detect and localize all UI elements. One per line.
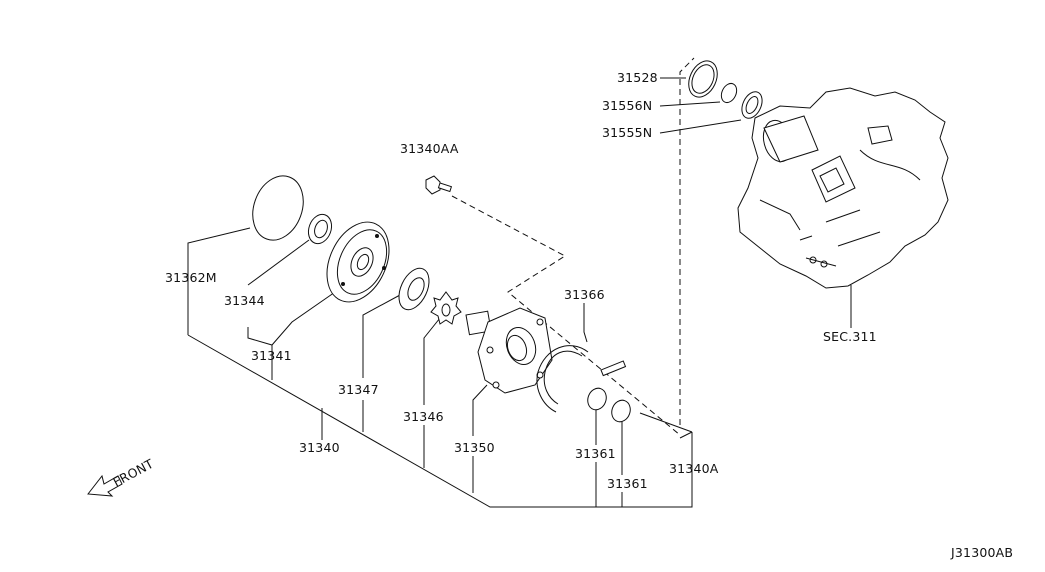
label-31362m: 31362M: [165, 270, 217, 285]
ring-31556n: [720, 82, 738, 104]
label-31350: 31350: [454, 440, 495, 455]
seal-31555n: [741, 91, 763, 119]
o-ring-31362m: [252, 175, 304, 241]
label-31555n: 31555N: [602, 125, 652, 140]
o-ring-31361-lower: [611, 399, 631, 423]
label-31346: 31346: [403, 409, 444, 424]
front-label: FRONT: [110, 456, 156, 490]
label-31341: 31341: [251, 348, 292, 363]
transaxle-case-sec311: [737, 87, 949, 289]
label-31340: 31340: [299, 440, 340, 455]
o-ring-31361-upper: [587, 387, 607, 411]
pin-31340a: [600, 360, 627, 377]
label-31340a: 31340A: [669, 461, 719, 476]
snap-ring-31528: [688, 60, 718, 98]
label-sec311: SEC.311: [823, 329, 877, 344]
label-31347: 31347: [338, 382, 379, 397]
oil-seal-31344: [307, 213, 333, 245]
leader-lines: [187, 57, 852, 508]
pump-cover-31350: [465, 307, 553, 394]
seal-ring-31366: [536, 345, 589, 413]
label-31361-upper: 31361: [575, 446, 616, 461]
inner-gear-31346: [430, 291, 462, 325]
label-31556n: 31556N: [602, 98, 652, 113]
bolt-31340aa: [425, 175, 453, 195]
outer-gear-31347: [398, 267, 430, 311]
label-31366: 31366: [564, 287, 605, 302]
pump-housing-31341: [326, 221, 390, 303]
label-31340aa: 31340AA: [400, 141, 459, 156]
label-31361-lower: 31361: [607, 476, 648, 491]
front-arrow-icon: [87, 474, 123, 497]
label-31344: 31344: [224, 293, 265, 308]
label-31528: 31528: [617, 70, 658, 85]
drawing-code: J31300AB: [950, 545, 1013, 560]
